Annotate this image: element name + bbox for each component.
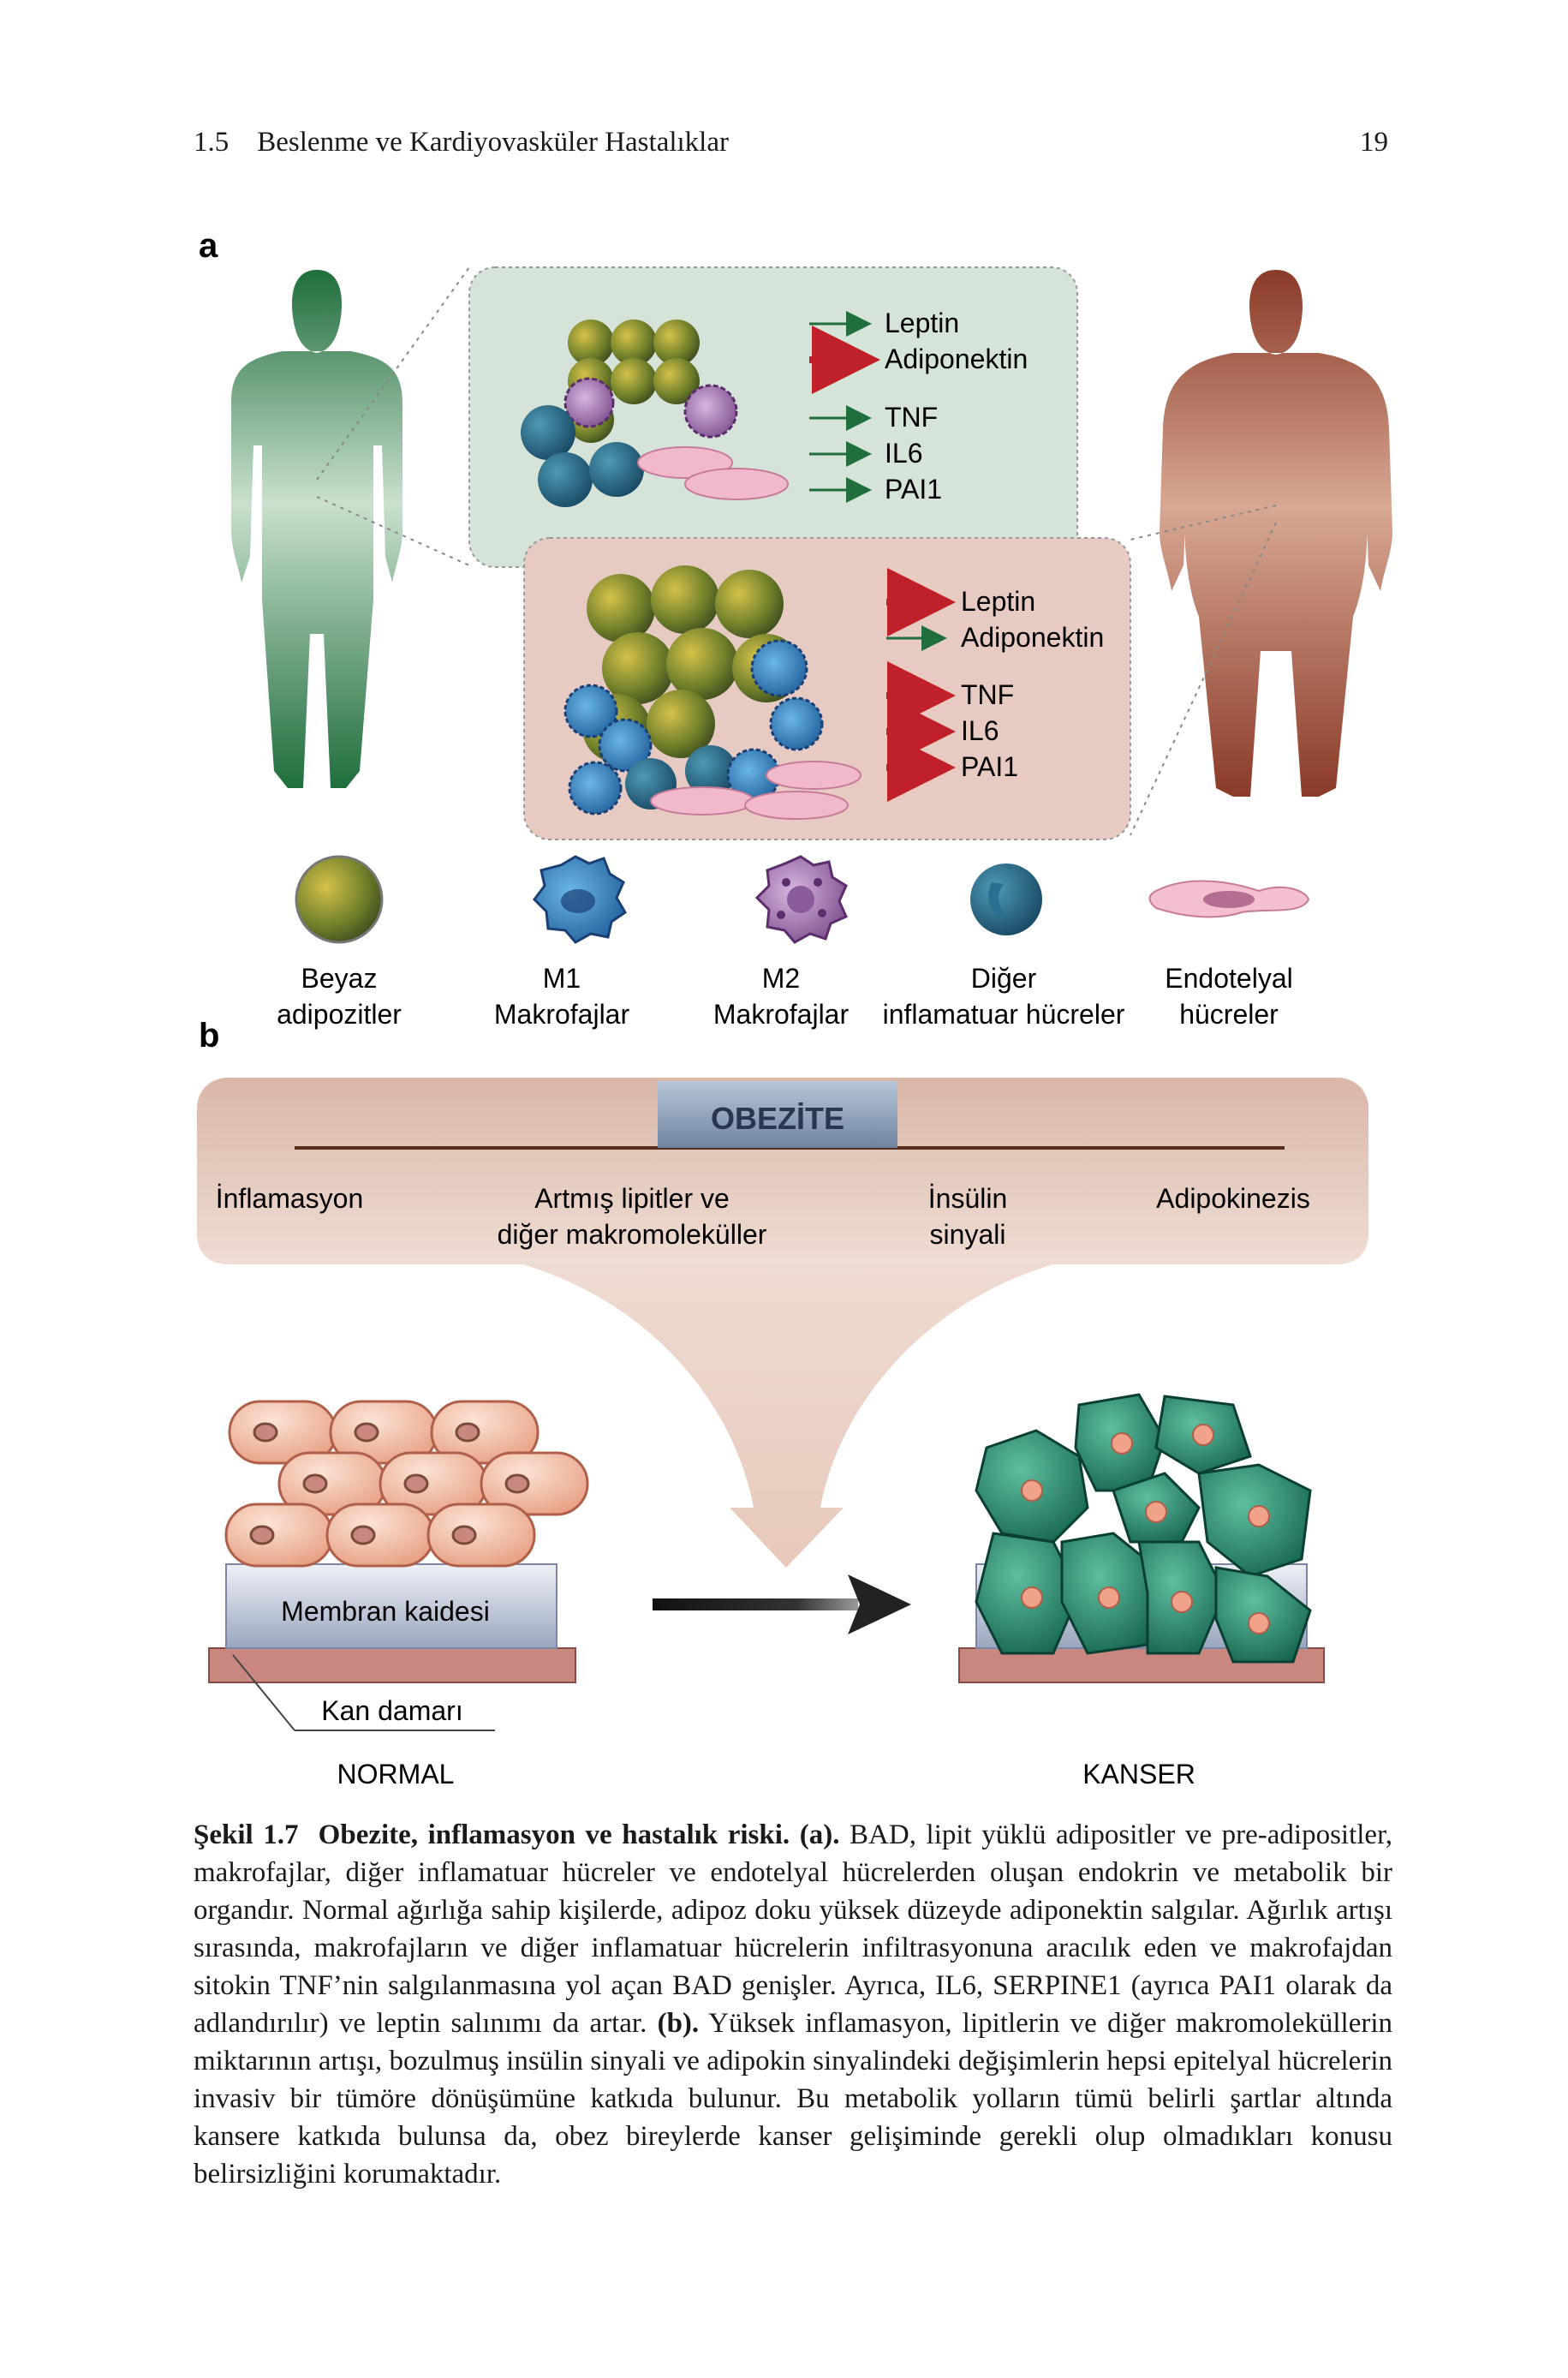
caption-text-a: BAD, lipit yüklü adipositler ve pre-adip… (194, 1819, 1392, 2039)
m1-macrophage-icon (533, 855, 628, 944)
caption-part-b-marker: (b). (657, 2008, 700, 2039)
cell-legend (295, 855, 1310, 944)
normal-label: NORMAL (337, 1759, 455, 1789)
obese-signal-adiponektin: Adiponektin (961, 622, 1104, 653)
other-inflammatory-cell-icon (970, 863, 1042, 935)
progression-arrow (653, 1574, 911, 1634)
obese-signal-pai1: PAI1 (961, 751, 1018, 782)
obesity-title: OBEZİTE (711, 1101, 844, 1136)
caption-title: Obezite, inflamasyon ve hastalık riski. (318, 1819, 790, 1850)
cancer-tissue-diagram (958, 1393, 1325, 1683)
obese-tissue-box: Leptin Adiponektin TNF IL6 PAI1 (523, 537, 1131, 840)
factor-insulin-line2: sinyali (930, 1219, 1006, 1250)
legend-endothelial-line1: Endotelyal (1165, 963, 1292, 994)
obese-signal-tnf: TNF (961, 679, 1014, 710)
lean-signal-arrows (809, 311, 880, 503)
obese-signal-arrows (886, 568, 956, 802)
figure-caption: Şekil 1.7 Obezite, inflamasyon ve hastal… (194, 1816, 1392, 2193)
obese-cell-cluster (563, 565, 862, 820)
zoom-connectors (316, 266, 1277, 836)
lean-cell-cluster (521, 320, 789, 507)
caption-part-a-marker: (a). (799, 1819, 840, 1850)
membrane-label: Membran kaidesi (281, 1596, 490, 1627)
white-adipocyte-icon (295, 855, 384, 944)
legend-adipocyte-line1: Beyaz (301, 963, 378, 994)
factor-insulin-line1: İnsülin (928, 1183, 1008, 1214)
legend-adipocyte-line2: adipozitler (277, 999, 402, 1030)
lean-signal-tnf: TNF (885, 402, 938, 433)
legend-endothelial-line2: hücreler (1179, 999, 1279, 1030)
lean-signal-pai1: PAI1 (885, 474, 942, 505)
tumor-cells (975, 1393, 1312, 1664)
normal-tissue-diagram (208, 1400, 589, 1731)
lean-signal-leptin: Leptin (885, 308, 959, 338)
factor-adipokinesis: Adipokinezis (1156, 1183, 1310, 1214)
running-header-section: 1.5 Beslenme ve Kardiyovasküler Hastalık… (194, 127, 729, 158)
caption-figure-label: Şekil 1.7 (194, 1819, 299, 1850)
blood-vessel (208, 1647, 576, 1683)
factor-inflammation: İnflamasyon (216, 1183, 364, 1214)
page-number: 19 (1360, 127, 1388, 158)
vessel-label: Kan damarı (321, 1695, 462, 1726)
obese-signal-il6: IL6 (961, 715, 999, 746)
obesity-title-box (658, 1081, 897, 1148)
m2-macrophage-icon (754, 855, 848, 944)
cancer-label: KANSER (1082, 1759, 1195, 1789)
legend-m2-line1: M2 (762, 963, 800, 994)
normal-epithelial-cells (224, 1400, 589, 1568)
lean-person-icon (231, 270, 402, 788)
endothelial-cell-icon (1148, 880, 1310, 918)
lean-signal-adiponektin: Adiponektin (885, 344, 1028, 374)
lean-signal-il6: IL6 (885, 438, 922, 469)
panel-b-label: b (199, 1017, 219, 1055)
basement-membrane (225, 1563, 557, 1649)
legend-other-line1: Diğer (971, 963, 1037, 994)
legend-m2-line2: Makrofajlar (713, 999, 850, 1030)
obesity-funnel (197, 1078, 1368, 1568)
legend-m1-line1: M1 (543, 963, 581, 994)
caption-text-b: Yüksek inflamasyon, lipitlerin ve diğer … (194, 2008, 1392, 2190)
figure-1-7: a (197, 227, 1392, 1789)
lean-tissue-box: Leptin Adiponektin TNF IL6 PAI1 (468, 266, 1078, 568)
factor-lipids-line1: Artmış lipitler ve (534, 1183, 730, 1214)
legend-m1-line2: Makrofajlar (494, 999, 630, 1030)
obese-person-icon (1160, 270, 1392, 797)
factor-lipids-line2: diğer makromoleküller (498, 1219, 767, 1250)
obese-signal-leptin: Leptin (961, 586, 1035, 617)
legend-other-line2: inflamatuar hücreler (883, 999, 1125, 1030)
panel-a-label: a (199, 227, 218, 265)
